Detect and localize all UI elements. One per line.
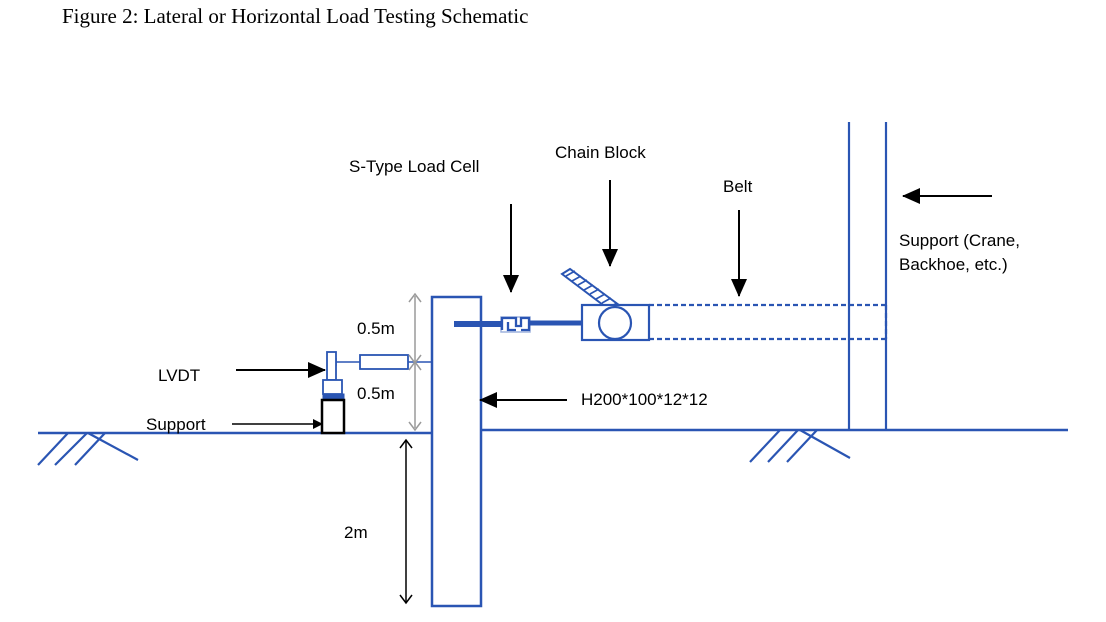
support-crane-label-line2: Backhoe, etc.) <box>899 255 1008 274</box>
ground-hatch-left <box>37 432 139 466</box>
h-beam-pile <box>430 295 483 608</box>
figure-title: Figure 2: Lateral or Horizontal Load Tes… <box>62 4 529 28</box>
ground-hatch-right <box>749 429 851 463</box>
belt <box>649 303 888 341</box>
chain-block <box>560 267 651 342</box>
embed-depth-label: 2m <box>344 523 368 542</box>
load-cell-label: S-Type Load Cell <box>349 157 479 176</box>
support-label: Support <box>146 415 206 434</box>
dim-lower-label: 0.5m <box>357 384 395 403</box>
lvdt <box>322 351 432 401</box>
dim-upper-label: 0.5m <box>357 319 395 338</box>
embed-depth-dimension <box>399 438 413 605</box>
lvdt-support-block <box>320 398 346 435</box>
dimension-bracket <box>408 292 422 432</box>
support-crane-label-line1: Support (Crane, <box>899 231 1020 250</box>
s-type-load-cell <box>500 316 531 332</box>
chain-block-label: Chain Block <box>555 143 646 162</box>
lvdt-label: LVDT <box>158 366 200 385</box>
support-crane-column <box>847 122 888 430</box>
belt-label: Belt <box>723 177 753 196</box>
h-beam-label: H200*100*12*12 <box>581 390 708 409</box>
